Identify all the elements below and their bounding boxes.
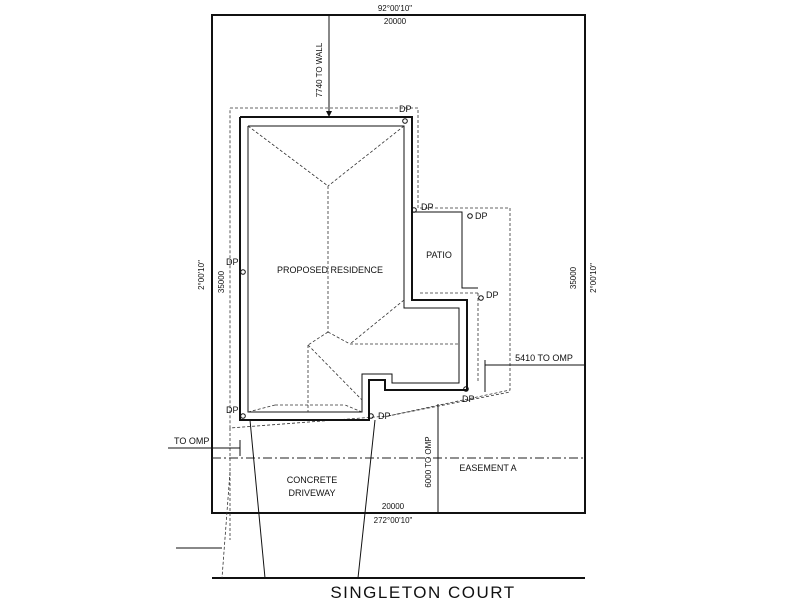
downpipe-label: DP (226, 257, 239, 267)
bearing-bottom: 272°00'10" (374, 516, 413, 525)
front-setback-label: 6000 TO OMP (424, 436, 433, 487)
driveway-label-2: DRIVEWAY (288, 488, 335, 498)
residence-label: PROPOSED RESIDENCE (277, 265, 383, 275)
downpipe-icon (467, 213, 473, 219)
downpipe-markers (240, 118, 484, 419)
residence-inner-wall (247, 125, 460, 413)
downpipe-label: DP (486, 290, 499, 300)
left-setback-label: TO OMP (174, 436, 209, 446)
length-bottom: 20000 (382, 502, 405, 511)
rear-setback-label: 7740 TO WALL (315, 42, 324, 97)
downpipe-label: DP (226, 405, 239, 415)
downpipe-icon (478, 295, 484, 301)
length-left: 35000 (217, 270, 226, 293)
roof-hip-lines (247, 125, 479, 413)
downpipe-icon (402, 118, 408, 124)
downpipe-label: DP (475, 211, 488, 221)
downpipe-icon (463, 386, 469, 392)
downpipe-icon (240, 269, 246, 275)
residence-wall (239, 116, 468, 421)
downpipe-label: DP (421, 202, 434, 212)
street-label: SINGLETON COURT (330, 583, 515, 600)
length-right: 35000 (569, 266, 578, 289)
rear-setback-arrow (326, 111, 332, 117)
downpipe-icon (411, 207, 417, 213)
bearing-left: 2°00'10" (197, 260, 206, 290)
downpipe-label: DP (462, 394, 475, 404)
side-setback-label: 5410 TO OMP (515, 353, 573, 363)
boundary-detail (387, 391, 511, 417)
length-top: 20000 (384, 17, 407, 26)
roof-eave-outline (229, 107, 511, 429)
downpipe-label: DP (399, 104, 412, 114)
bearing-top: 92°00'10" (378, 4, 412, 13)
bearing-right: 2°00'10" (589, 263, 598, 293)
driveway-label-1: CONCRETE (287, 475, 338, 485)
patio-label: PATIO (426, 250, 452, 260)
downpipe-label: DP (378, 411, 391, 421)
downpipe-icon (240, 413, 246, 419)
driveway-lines (221, 419, 376, 579)
easement-label: EASEMENT A (459, 463, 516, 473)
lot-boundary (211, 14, 586, 514)
downpipe-icon (368, 413, 374, 419)
